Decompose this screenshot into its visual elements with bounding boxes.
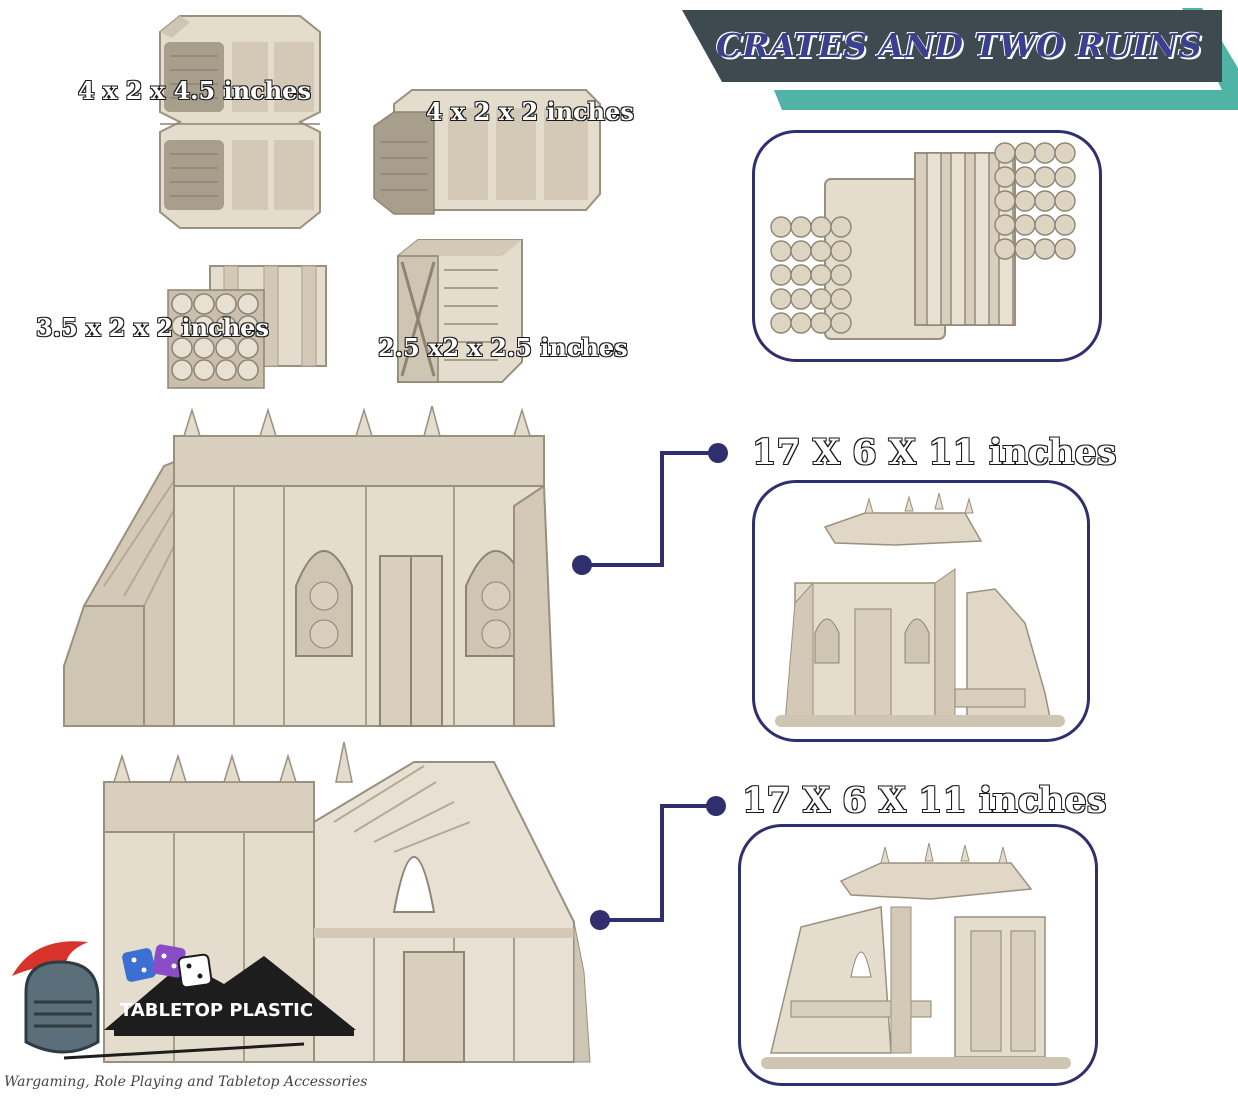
ruin-two-exploded-frame <box>738 824 1098 1086</box>
crate-dimension-label: 2.5 x2 x 2.5 inches <box>377 332 628 363</box>
crate-dimension-label: 4 x 2 x 4.5 inches <box>77 75 312 106</box>
banner-title: CRATES AND TWO RUINS <box>716 26 1202 65</box>
crate-dimension-label: 4 x 2 x 2 inches <box>425 96 635 127</box>
crate-dimension-label: 3.5 x 2 x 2 inches <box>35 312 270 343</box>
ruin-one-exploded-frame <box>752 480 1090 742</box>
ruin-one-connector <box>570 440 730 584</box>
square-crate-image <box>394 236 526 384</box>
pipe-bundle-crate-image <box>164 260 332 392</box>
tall-double-crate-image <box>150 12 330 232</box>
brand-name: TABLETOP PLASTIC <box>120 1000 314 1021</box>
ruin-dimension-label: 17 X 6 X 11 inches <box>741 779 1107 822</box>
title-banner <box>682 8 1238 112</box>
brand-tagline: Wargaming, Role Playing and Tabletop Acc… <box>4 1074 368 1090</box>
octagonal-crate-image <box>372 86 602 216</box>
brand-logo <box>4 932 360 1076</box>
ruin-two-connector <box>586 788 726 942</box>
ruin-dimension-label: 17 X 6 X 11 inches <box>751 431 1117 474</box>
exploded-crate-frame <box>752 130 1102 362</box>
ruin-one-image <box>44 406 574 736</box>
